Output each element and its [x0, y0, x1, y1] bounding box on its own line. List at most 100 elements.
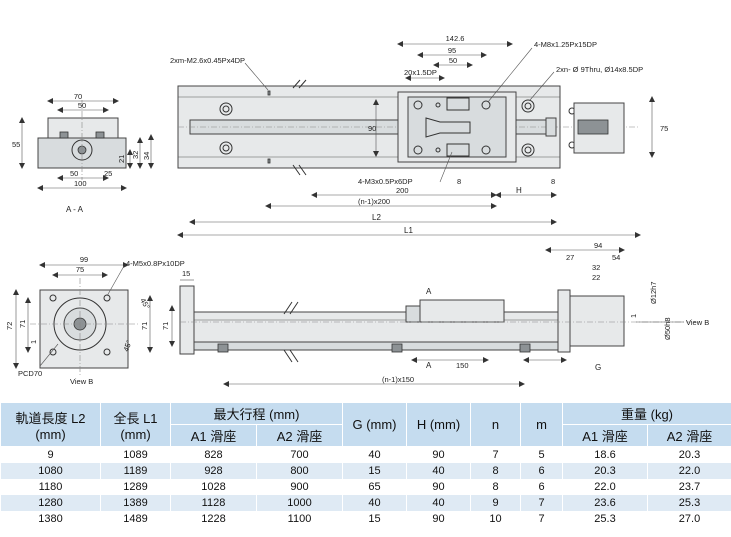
- section-dim-50b: 50: [70, 169, 78, 178]
- header-weight-a2: A2 滑座: [646, 424, 731, 447]
- table-cell: 1289: [100, 479, 171, 495]
- top-dim-50: 50: [449, 56, 457, 65]
- side-dim-50: Ø50h8: [663, 317, 672, 340]
- table-cell: 23.7: [646, 479, 731, 495]
- end-dim-99: 99: [80, 255, 88, 264]
- table-cell: 1100: [256, 511, 343, 527]
- end-pcd: PCD70: [18, 369, 42, 378]
- side-mark-a2: A: [426, 361, 432, 370]
- header-n: n: [470, 402, 521, 447]
- table-cell: 40: [406, 495, 471, 511]
- table-cell: 40: [342, 446, 407, 463]
- end-label: View B: [70, 377, 93, 386]
- table-cell: 1280: [0, 495, 101, 511]
- side-mark-viewb: View B: [686, 318, 709, 327]
- table-cell: 90: [406, 479, 471, 495]
- header-stroke-a2: A2 滑座: [256, 424, 343, 447]
- header-l2: 軌道長度 L2 (mm): [0, 402, 101, 447]
- side-dim-150: 150: [456, 361, 469, 370]
- section-dim-55: 55: [12, 140, 20, 149]
- spec-table: 軌道長度 L2 (mm) 全長 L1 (mm) 最大行程 (mm) G (mm)…: [0, 402, 731, 527]
- end-angle-45b: 45°: [121, 339, 133, 353]
- section-dim-70: 70: [74, 92, 82, 101]
- table-header-row-1: 軌道長度 L2 (mm) 全長 L1 (mm) 最大行程 (mm) G (mm)…: [0, 402, 731, 447]
- table-cell: 23.6: [562, 495, 648, 511]
- section-dim-100: 100: [74, 179, 87, 188]
- section-dim-32: 32: [131, 151, 140, 159]
- top-hole-1: [219, 102, 233, 116]
- table-cell: 90: [406, 446, 471, 463]
- section-dim-50: 50: [78, 101, 86, 110]
- top-hole-4: [521, 143, 535, 157]
- table-cell: 25.3: [562, 511, 648, 527]
- top-note-tap1: 2xm-M2.6x0.45Px4DP: [170, 56, 245, 65]
- table-cell: 7: [520, 511, 563, 527]
- top-note-tap2: 4-M8x1.25Px15DP: [534, 40, 597, 49]
- side-dim-pitch: (n-1)x150: [382, 375, 414, 384]
- table-cell: 1089: [100, 446, 171, 463]
- top-dim-pitch: (n-1)x200: [358, 197, 390, 206]
- side-dim-1: 1: [629, 314, 638, 318]
- top-carriage-plate: [407, 96, 507, 158]
- top-note-tap3: 2xn- Ø 9Thru, Ø14x8.5DP: [556, 65, 643, 74]
- end-dim-1: 1: [29, 340, 38, 344]
- side-dim-15: 15: [182, 269, 190, 278]
- table-cell: 1028: [170, 479, 257, 495]
- table-cell: 40: [406, 463, 471, 479]
- side-view: 15 71 150 G (n-1)x150 A A 94 27 54 32 22…: [161, 241, 709, 387]
- table-cell: 800: [256, 463, 343, 479]
- top-dim-200: 200: [396, 186, 409, 195]
- end-dim-71b: 71: [140, 322, 149, 330]
- table-cell: 90: [406, 511, 471, 527]
- top-view: 142.6 95 50 20x1.5DP 90 75 200 (n-1)x200…: [170, 34, 668, 238]
- table-cell: 928: [170, 463, 257, 479]
- table-row: 1180 1289 1028 900 65 90 8 6 22.0 23.7: [0, 479, 731, 495]
- table-cell: 20.3: [646, 446, 731, 463]
- table-cell: 1000: [256, 495, 343, 511]
- table-cell: 10: [470, 511, 521, 527]
- section-carriage: [47, 117, 119, 141]
- side-motor: [569, 295, 625, 347]
- table-cell: 1489: [100, 511, 171, 527]
- top-dim-l1: L1: [404, 226, 413, 235]
- header-stroke-a1: A1 滑座: [170, 424, 257, 447]
- table-cell: 8: [470, 463, 521, 479]
- table-cell: 9: [0, 446, 101, 463]
- table-cell: 1389: [100, 495, 171, 511]
- top-dim-20: 20x1.5DP: [404, 68, 437, 77]
- side-dim-22: 22: [592, 273, 600, 282]
- header-h: H (mm): [406, 402, 471, 447]
- top-dim-90: 90: [368, 124, 376, 133]
- header-weight: 重量 (kg): [561, 402, 731, 425]
- top-dim-75: 75: [660, 124, 668, 133]
- section-dim-25: 25: [104, 169, 112, 178]
- table-cell: 1228: [170, 511, 257, 527]
- table-cell: 15: [342, 463, 407, 479]
- header-l1: 全長 L1 (mm): [100, 402, 171, 447]
- section-guide-right: [95, 131, 105, 139]
- side-dim-27: 27: [566, 253, 574, 262]
- top-dim-l2: L2: [372, 213, 381, 222]
- end-dim-72: 72: [5, 322, 14, 330]
- table-cell: 1380: [0, 511, 101, 527]
- side-dim-12: Ø12h7: [649, 281, 658, 304]
- table-cell: 40: [342, 495, 407, 511]
- side-mark-a1: A: [426, 287, 432, 296]
- table-cell: 22.0: [646, 463, 731, 479]
- section-dim-34: 34: [142, 152, 151, 160]
- table-cell: 18.6: [562, 446, 648, 463]
- table-cell: 1080: [0, 463, 101, 479]
- top-hole-2: [219, 141, 233, 155]
- header-m: m: [520, 402, 563, 447]
- section-label: A - A: [66, 205, 84, 214]
- table-cell: 1189: [100, 463, 171, 479]
- table-cell: 65: [342, 479, 407, 495]
- top-dim-8b: 8: [551, 177, 555, 186]
- table-cell: 6: [520, 463, 563, 479]
- section-view-a-a: 70 50 55 50 25 100 21 32 34 A - A: [12, 92, 154, 214]
- side-dim-71: 71: [161, 322, 170, 330]
- table-row: 1280 1389 1128 1000 40 40 9 7 23.6 25.3: [0, 495, 731, 511]
- table-cell: 5: [520, 446, 563, 463]
- section-dim-21: 21: [117, 155, 126, 163]
- header-max-stroke: 最大行程 (mm): [170, 402, 343, 425]
